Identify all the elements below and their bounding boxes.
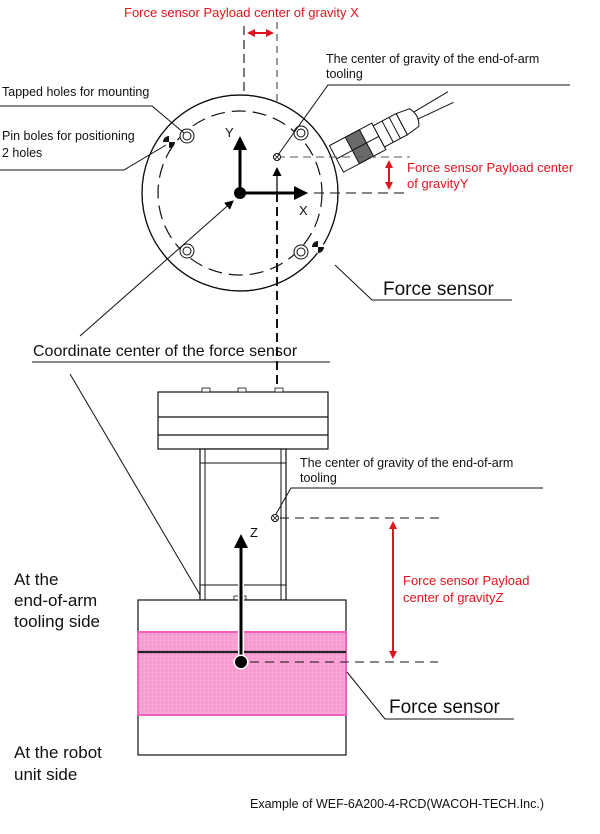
side-view-assembly: Z <box>137 387 347 756</box>
coordinate-center-dot <box>234 187 246 199</box>
cg-tooling-top-label-line1: The center of gravity of the end-of-arm <box>326 52 539 66</box>
cg-tooling-side-label-line1: The center of gravity of the end-of-arm <box>300 456 513 470</box>
cg-marker-icon <box>273 153 281 161</box>
payload-cg-z-label-line1: Force sensor Payload <box>403 573 529 588</box>
cg-marker-side-icon <box>271 514 279 522</box>
payload-cg-y-label-line1: Force sensor Payload center <box>407 160 574 175</box>
coordinate-center-side-dot <box>235 656 247 668</box>
coordinate-center-label: Coordinate center of the force sensor <box>33 343 298 360</box>
tooling-side-label-line3: tooling side <box>14 612 100 631</box>
cg-tooling-side-leader <box>275 487 543 515</box>
payload-cg-z-label-line2: center of gravityZ <box>403 590 503 605</box>
force-sensor-top-view: Y X <box>141 91 454 292</box>
robot-side-label-line2: unit side <box>14 765 77 784</box>
tapped-holes-label: Tapped holes for mounting <box>2 85 149 99</box>
cg-tooling-top-label-line2: tooling <box>326 67 363 81</box>
pin-holes-leader <box>0 144 167 171</box>
robot-side-label-line1: At the robot <box>14 743 102 762</box>
coordinate-center-leader-top <box>79 200 234 337</box>
force-sensor-side-leader <box>346 671 514 720</box>
pin-holes-label-line2: 2 holes <box>2 146 42 160</box>
tapped-hole <box>179 243 195 259</box>
tooling-side-label-line1: At the <box>14 570 58 589</box>
tooling-side-label-line2: end-of-arm <box>14 591 97 610</box>
pin-hole-icon <box>312 241 324 253</box>
payload-cg-y-label-line2: of gravityY <box>407 176 469 191</box>
figure-caption: Example of WEF-6A200-4-RCD(WACOH-TECH.In… <box>250 797 544 811</box>
force-sensor-top-label: Force sensor <box>383 279 495 300</box>
x-axis-label: X <box>299 203 308 218</box>
force-sensor-side-label: Force sensor <box>389 697 501 718</box>
z-axis-label: Z <box>250 525 258 540</box>
cg-tooling-top-leader <box>277 84 570 156</box>
cg-tooling-side-label-line2: tooling <box>300 471 337 485</box>
y-axis-label: Y <box>225 125 234 140</box>
cable-connector <box>328 91 454 173</box>
pin-holes-label-line1: Pin boles for positioning <box>2 129 135 143</box>
tapped-hole <box>293 125 309 141</box>
tapped-hole <box>293 244 309 260</box>
payload-cg-x-label: Force sensor Payload center of gravity X <box>124 5 359 20</box>
tooling-flange <box>157 391 329 450</box>
force-sensor-top-leader <box>334 264 512 301</box>
tapped-holes-leader <box>0 105 185 134</box>
